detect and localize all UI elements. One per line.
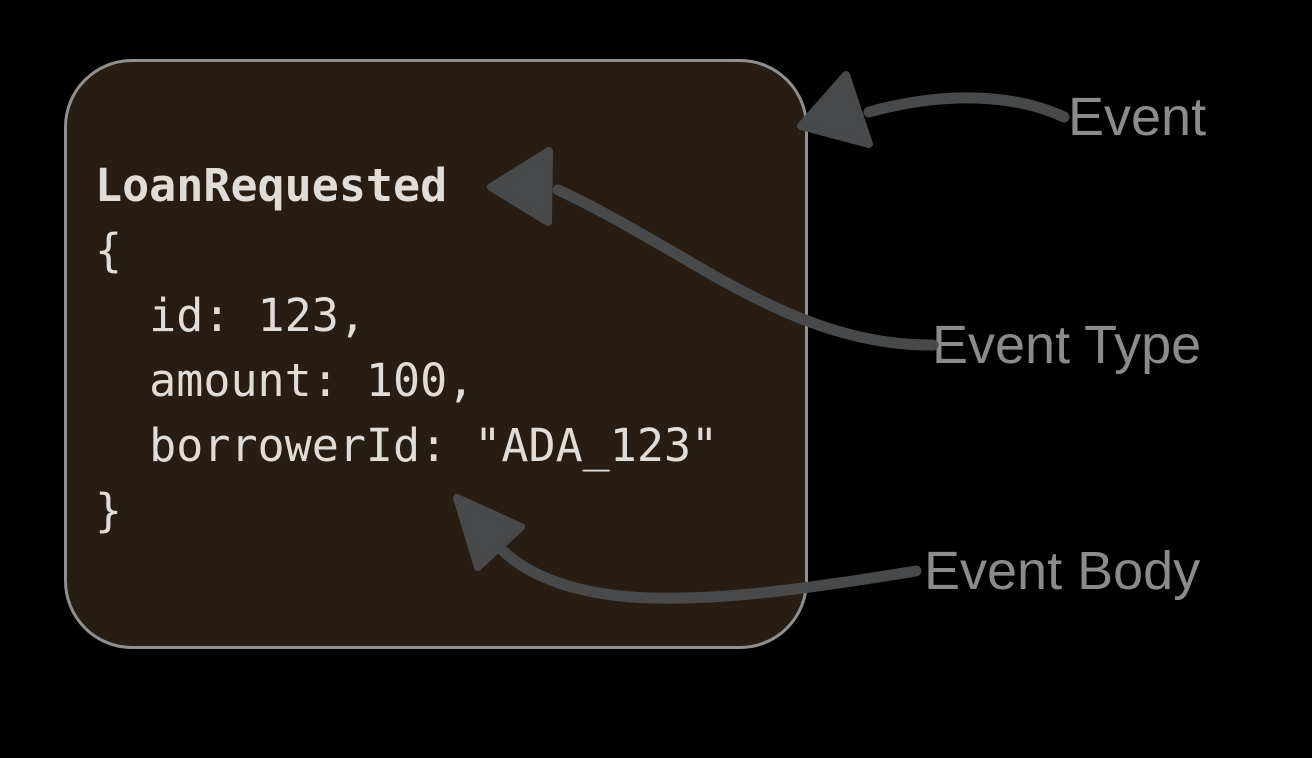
event-body-line: amount: 100,: [95, 354, 475, 407]
event-label: Event: [1068, 87, 1207, 147]
event-body-label: Event Body: [924, 541, 1201, 601]
event-body-line: borrowerId: "ADA_123": [95, 419, 719, 472]
event-type-label: Event Type: [932, 315, 1202, 375]
event-body-line: id: 123,: [95, 289, 366, 342]
event-code-block: LoanRequested { id: 123, amount: 100, bo…: [95, 153, 718, 543]
event-arrow-icon: [797, 71, 1070, 148]
event-body-line: }: [95, 484, 123, 537]
event-body-line: {: [95, 224, 123, 277]
event-type-text: LoanRequested: [95, 159, 448, 212]
